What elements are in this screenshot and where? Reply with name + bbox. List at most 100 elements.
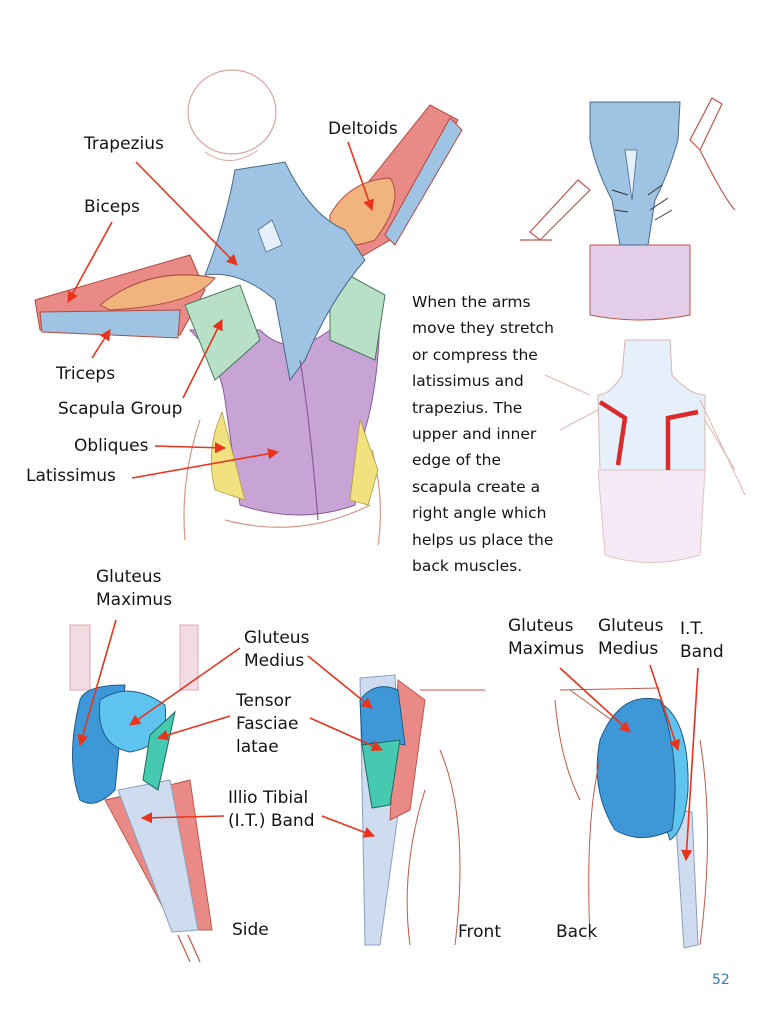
label-trapezius: Trapezius	[84, 134, 164, 154]
label-line: Medius	[598, 639, 659, 659]
label-line: Gluteus	[244, 628, 310, 648]
arrow-itband-front	[321, 815, 376, 838]
right-oblique	[349, 419, 379, 506]
paragraph-line: latissimus and	[412, 372, 524, 391]
left-deltoid	[99, 274, 216, 311]
arrow-deltoids	[347, 141, 374, 212]
arrow-triceps	[91, 329, 111, 359]
right-triceps	[384, 117, 463, 246]
trapezius-muscle	[204, 161, 366, 382]
label-gluteus-medius-back: Gluteus Medius	[598, 615, 663, 661]
small-left-arm	[520, 179, 591, 241]
scapula-angle-figure	[544, 339, 746, 563]
label-gluteus-medius-side: Gluteus Medius	[244, 627, 309, 673]
paragraph-line: scapula create a	[412, 477, 541, 496]
label-line: Maximus	[508, 639, 585, 659]
back-gluteus-maximus	[596, 697, 676, 838]
ghost-lat	[597, 469, 706, 563]
arrow-scapula	[182, 318, 223, 399]
spine-line	[299, 359, 319, 521]
left-triceps	[39, 309, 181, 339]
upper-arrows	[67, 141, 374, 479]
arrow-gmed-side	[129, 647, 241, 726]
label-it-band-back: I.T. Band	[680, 618, 724, 664]
paragraph-line: back muscles.	[412, 557, 523, 576]
label-obliques: Obliques	[74, 436, 149, 456]
paragraph-line: edge of the	[412, 451, 501, 470]
side-torso-sketch	[69, 624, 199, 691]
paragraph-line: right angle which	[412, 504, 547, 523]
right-scapula-angle	[665, 409, 699, 470]
arrow-trapezius	[135, 161, 238, 266]
label-line: I.T.	[680, 619, 705, 639]
small-lat	[589, 244, 691, 321]
left-scapula-angle	[598, 400, 628, 466]
arrow-tensor-front	[309, 717, 384, 752]
trapezius-tendon	[257, 219, 283, 253]
front-gluteus-medius	[359, 686, 406, 746]
front-leg-sketch	[406, 689, 485, 946]
label-line: (I.T.) Band	[228, 811, 315, 831]
arrow-obliques	[154, 442, 227, 454]
paragraph-line: or compress the	[412, 345, 538, 364]
front-view-hip	[359, 674, 485, 946]
label-line: Band	[680, 642, 724, 662]
label-line: Gluteus	[508, 616, 574, 636]
paragraph-line: move they stretch	[412, 319, 554, 338]
view-label-side: Side	[232, 920, 269, 940]
ghost-arms	[544, 374, 746, 496]
label-line: Illio Tibial	[228, 788, 309, 808]
arrow-gmax-side	[77, 619, 117, 747]
label-line: Medius	[244, 651, 305, 671]
side-knee-sketch	[177, 934, 201, 963]
lower-arrows	[77, 619, 699, 862]
label-deltoids: Deltoids	[328, 119, 398, 139]
arrow-latissimus	[131, 448, 280, 479]
label-line: Maximus	[96, 590, 173, 610]
label-biceps: Biceps	[84, 197, 140, 217]
upper-back-figure	[34, 69, 463, 546]
small-spine-tendon	[624, 149, 638, 201]
arrow-tensor-side	[156, 715, 231, 741]
arrow-gmax-back	[559, 667, 631, 733]
ghost-trapezius	[597, 339, 706, 476]
arrow-gmed-back	[649, 664, 681, 752]
view-label-front: Front	[458, 922, 501, 942]
paragraph-line: trapezius. The	[412, 398, 523, 417]
arrow-biceps	[67, 221, 113, 303]
label-line: Tensor	[236, 691, 291, 711]
label-line: Gluteus	[598, 616, 664, 636]
label-tensor-fasciae-latae: Tensor Fasciae latae	[236, 690, 298, 759]
label-line: latae	[236, 737, 279, 757]
left-oblique	[210, 410, 246, 501]
back-it-band	[674, 809, 699, 949]
page-number: 52	[712, 972, 730, 988]
label-line: Gluteus	[96, 567, 162, 587]
head-sketch	[187, 69, 277, 155]
front-tensor-fasciae	[361, 739, 401, 809]
arrow-itband-back	[681, 667, 699, 862]
back-leg-sketch	[588, 739, 708, 946]
label-triceps: Triceps	[56, 364, 116, 384]
arrow-itband-side	[140, 812, 225, 824]
label-gluteus-maximus-side: Gluteus Maximus	[96, 566, 172, 612]
label-latissimus: Latissimus	[26, 466, 116, 486]
back-view-hip	[554, 687, 708, 949]
label-gluteus-maximus-back: Gluteus Maximus	[508, 615, 584, 661]
explanation-paragraph: When the arms move they stretch or compr…	[412, 289, 562, 579]
right-scapula-group	[329, 264, 386, 361]
small-right-arm	[689, 97, 736, 211]
label-it-band-side: Illio Tibial (I.T.) Band	[228, 787, 315, 833]
paragraph-line: upper and inner	[412, 425, 537, 444]
head-sketch-line	[204, 149, 259, 161]
arms-raised-figure	[520, 97, 736, 321]
label-line: Fasciae	[236, 714, 299, 734]
paragraph-line: helps us place the	[412, 530, 554, 549]
label-scapula-group: Scapula Group	[58, 399, 183, 419]
side-view-hip	[69, 624, 213, 963]
small-motion-arrows	[611, 184, 673, 221]
view-label-back: Back	[556, 922, 598, 942]
arrow-gmed-front	[307, 655, 373, 709]
